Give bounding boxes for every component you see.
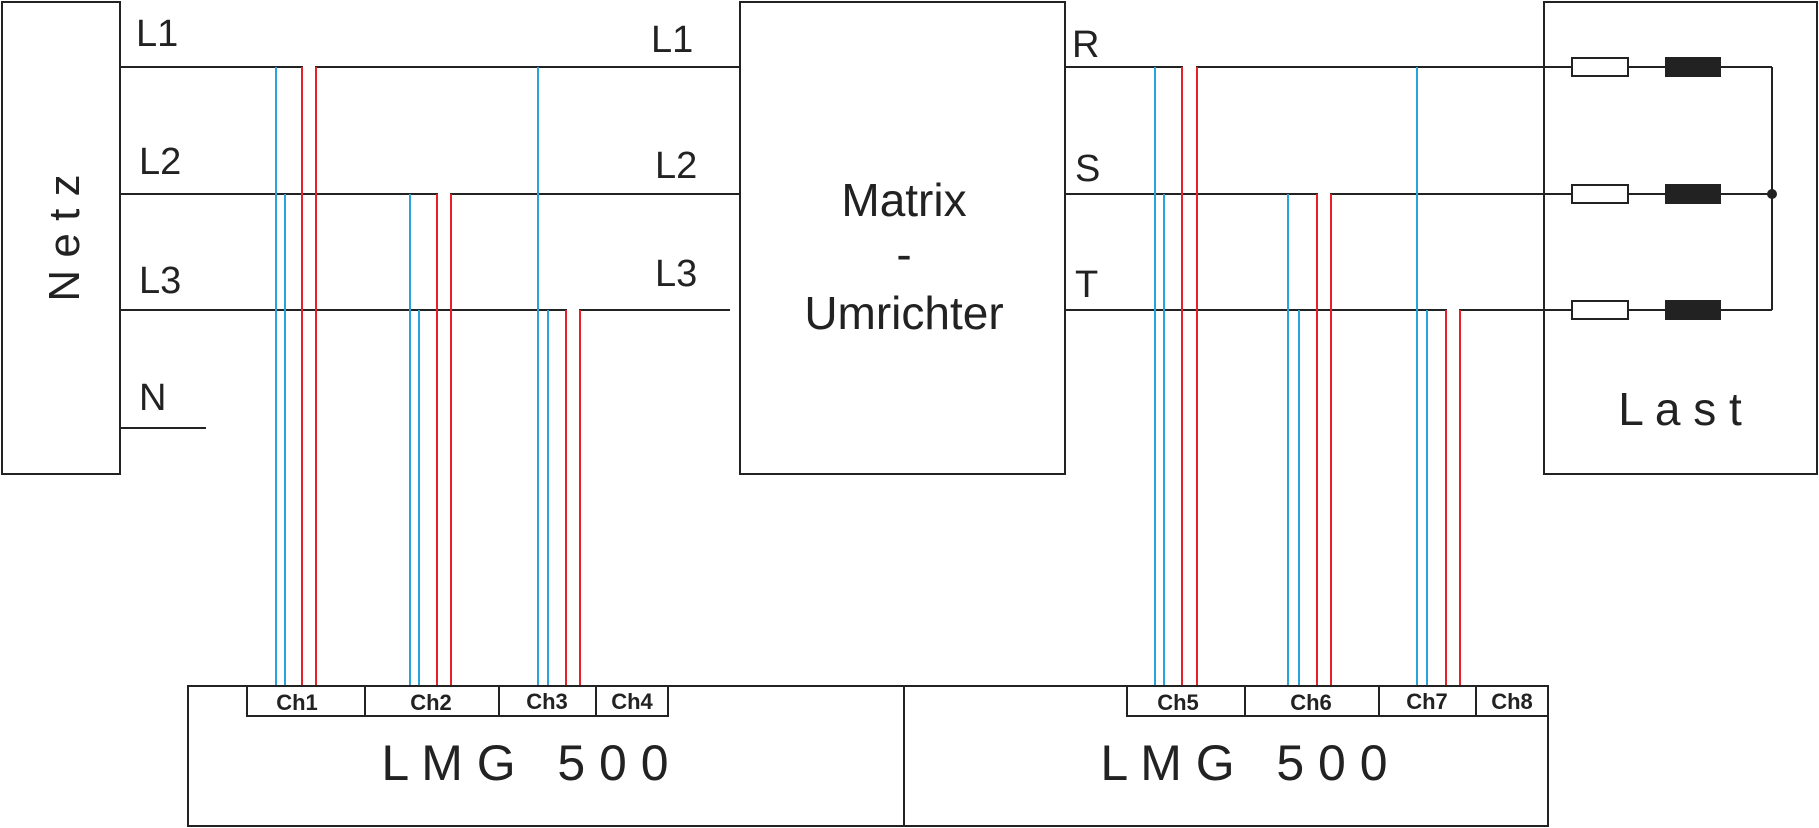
converter-input-l1: L1 <box>651 19 693 61</box>
channel-box-ch4 <box>595 685 669 717</box>
channel-box-ch5 <box>1126 685 1246 717</box>
load-phase-1 <box>1544 57 1772 77</box>
grid-label-n: N <box>139 377 166 419</box>
netz-label: N e t z <box>40 174 89 301</box>
channel-label-ch8: Ch8 <box>1491 689 1533 714</box>
star-point-node <box>1767 189 1777 199</box>
channel-label-ch6: Ch6 <box>1290 690 1332 715</box>
channel-label-ch3: Ch3 <box>526 689 568 714</box>
inductor-icon <box>1665 57 1721 77</box>
resistor-icon <box>1571 184 1629 204</box>
grid-label-l3: L3 <box>139 260 181 302</box>
channel-label-ch2: Ch2 <box>410 690 452 715</box>
resistor-icon <box>1571 300 1629 320</box>
converter-box <box>739 1 1066 475</box>
channel-box-ch6 <box>1244 685 1380 717</box>
meter-right-label: L M G 5 0 0 <box>1100 735 1387 791</box>
last-label: L a s t <box>1618 383 1742 435</box>
last-box <box>1543 1 1818 475</box>
load-phase-2 <box>1544 184 1772 204</box>
meter-left-channels: Ch1 Ch2 Ch3 Ch4 <box>246 685 669 717</box>
output-label-r: R <box>1072 24 1099 66</box>
load-phase-3 <box>1544 300 1772 320</box>
channel-box-ch7 <box>1378 685 1477 717</box>
output-label-s: S <box>1075 148 1100 190</box>
grid-label-l2: L2 <box>139 141 181 183</box>
channel-label-ch1: Ch1 <box>276 690 318 715</box>
channel-label-ch4: Ch4 <box>611 689 653 714</box>
meter-left-label: L M G 5 0 0 <box>381 735 668 791</box>
output-label-t: T <box>1075 264 1098 306</box>
converter-subtitle: Umrichter <box>804 287 1003 339</box>
resistor-icon <box>1571 57 1629 77</box>
channel-box-ch1 <box>246 685 366 717</box>
converter-dash: - <box>896 228 911 280</box>
inductor-icon <box>1665 184 1721 204</box>
channel-box-ch8 <box>1475 685 1549 717</box>
meter-right-channels: Ch5 Ch6 Ch7 Ch8 <box>1126 685 1549 717</box>
channel-label-ch7: Ch7 <box>1406 689 1448 714</box>
meter-frame <box>187 685 1549 827</box>
grid-label-l1: L1 <box>136 13 178 55</box>
netz-box <box>1 1 121 475</box>
converter-input-l2: L2 <box>655 145 697 187</box>
channel-label-ch5: Ch5 <box>1157 690 1199 715</box>
converter-input-l3: L3 <box>655 253 697 295</box>
inductor-icon <box>1665 300 1721 320</box>
current-loop-gaps <box>303 65 1459 312</box>
measurement-wires <box>275 67 1461 686</box>
converter-title: Matrix <box>841 174 966 226</box>
